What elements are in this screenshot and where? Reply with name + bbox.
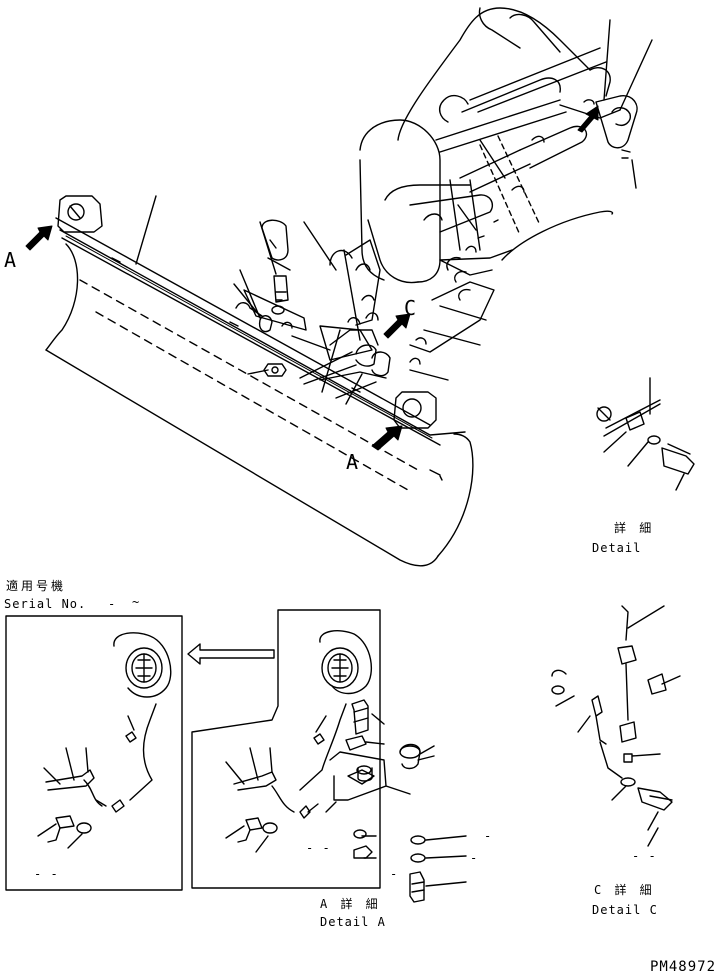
detail-c-parts xyxy=(551,605,681,847)
dozer-blade xyxy=(45,195,474,567)
detail-a-dash-a: - - xyxy=(306,841,331,855)
center-leader-lines xyxy=(135,195,377,405)
detail-top-right xyxy=(596,377,695,491)
view-arrows xyxy=(25,105,599,451)
detail-c-en-label: Detail C xyxy=(592,903,658,917)
detail-a-dash-c: - xyxy=(470,851,479,865)
serial-en-label: Serial No. xyxy=(4,597,87,611)
detail-a-dash-b: - xyxy=(484,829,493,843)
view-c-label: C xyxy=(404,296,417,320)
detail-a-jp-label: A 詳 細 xyxy=(320,897,381,911)
serial-box xyxy=(5,615,183,891)
view-a-label-left: A xyxy=(4,248,17,272)
view-a-label-lower: A xyxy=(346,450,359,474)
serial-jp-label: 適用号機 xyxy=(6,579,67,593)
detail-c-dash: - - xyxy=(632,849,657,863)
frame-leader-lines xyxy=(303,19,653,393)
detail-a-panel xyxy=(191,609,467,903)
detail-jp-label: 詳 細 xyxy=(614,521,655,535)
detail-en-label: Detail xyxy=(592,541,642,555)
detail-a-dash-d: - xyxy=(390,867,399,881)
detail-a-en-label: Detail A xyxy=(320,915,386,929)
drawing-code: PM48972 xyxy=(650,959,717,975)
serial-dash-left: - - xyxy=(34,867,59,881)
loader-arm-frame xyxy=(329,7,638,353)
detail-c-jp-label: C 詳 細 xyxy=(594,883,655,897)
transfer-arrow xyxy=(187,643,275,665)
blade-center-parts xyxy=(243,219,427,381)
serial-range-tilde: ~ xyxy=(132,595,141,609)
serial-range-lead: - xyxy=(108,597,117,611)
